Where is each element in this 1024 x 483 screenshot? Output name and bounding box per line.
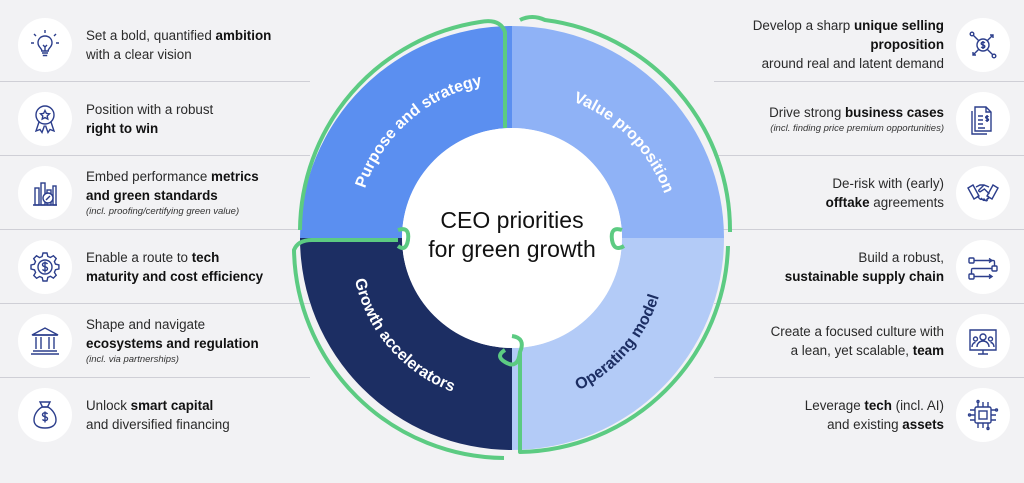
gear-dollar-icon [18, 239, 72, 294]
supply-chain-icon [956, 239, 1010, 294]
left-priorities-column: Set a bold, quantified ambition with a c… [0, 0, 310, 483]
priority-text: De-risk with (early) offtake agreements [825, 175, 944, 210]
label-value-proposition: Value proposition [571, 89, 676, 195]
priority-supply-chain: Build a robust, sustainable supply chain [714, 230, 1024, 304]
priority-offtake: De-risk with (early) offtake agreements [714, 156, 1024, 230]
priority-right-to-win: Position with a robust right to win [0, 82, 310, 156]
center-title-line-2: for green growth [428, 236, 596, 262]
microchip-icon [956, 387, 1010, 442]
label-purpose-and-strategy: Purpose and strategy [353, 72, 484, 190]
priority-text: Leverage tech (incl. AI) and existing as… [804, 397, 944, 432]
priority-ecosystems: Shape and navigate ecosystems and regula… [0, 304, 310, 378]
priority-text: Set a bold, quantified ambition with a c… [86, 27, 272, 62]
priority-text: Enable a route to tech maturity and cost… [86, 249, 264, 284]
priority-team: Create a focused culture with a lean, ye… [714, 304, 1024, 378]
priority-note: (incl. via partnerships) [86, 354, 179, 365]
award-ribbon-icon [18, 91, 72, 146]
priority-capital: Unlock smart capital and diversified fin… [0, 378, 310, 451]
priority-ambition: Set a bold, quantified ambition with a c… [0, 8, 310, 82]
center-title-line-1: CEO priorities [440, 207, 584, 233]
priority-note: (incl. proofing/certifying green value) [86, 206, 240, 217]
priority-text: Develop a sharp unique selling propositi… [752, 18, 944, 71]
money-bag-icon [18, 387, 72, 442]
priority-usp: Develop a sharp unique selling propositi… [714, 8, 1024, 82]
priority-text: Drive strong business cases (incl. findi… [769, 104, 944, 134]
priority-metrics: Embed performance metrics and green stan… [0, 156, 310, 230]
priority-text: Create a focused culture with a lean, ye… [770, 323, 944, 358]
priority-text: Embed performance metrics and green stan… [86, 169, 259, 217]
center-title: CEO priorities for green growth [392, 206, 632, 264]
quadrant-growth-accelerators [300, 238, 512, 450]
priority-tech-assets: Leverage tech (incl. AI) and existing as… [714, 378, 1024, 451]
bar-chart-icon [18, 165, 72, 220]
quadrant-operating-model [512, 238, 724, 450]
label-operating-model: Operating model [573, 292, 663, 394]
label-growth-accelerators: Growth accelerators [351, 277, 458, 396]
priority-tech-maturity: Enable a route to tech maturity and cost… [0, 230, 310, 304]
priority-note: (incl. finding price premium opportuniti… [770, 122, 944, 134]
priority-business-cases: Drive strong business cases (incl. findi… [714, 82, 1024, 156]
document-dollar-icon [956, 91, 1010, 146]
lightbulb-icon [18, 17, 72, 72]
dollar-network-icon [956, 17, 1010, 72]
institution-icon [18, 313, 72, 368]
priority-text: Position with a robust right to win [86, 101, 214, 136]
priority-text: Shape and navigate ecosystems and regula… [86, 317, 259, 365]
priority-text: Unlock smart capital and diversified fin… [86, 397, 230, 432]
priority-text: Build a robust, sustainable supply chain [784, 249, 944, 284]
handshake-icon [956, 165, 1010, 220]
team-icon [956, 313, 1010, 368]
right-priorities-column: Develop a sharp unique selling propositi… [714, 0, 1024, 483]
